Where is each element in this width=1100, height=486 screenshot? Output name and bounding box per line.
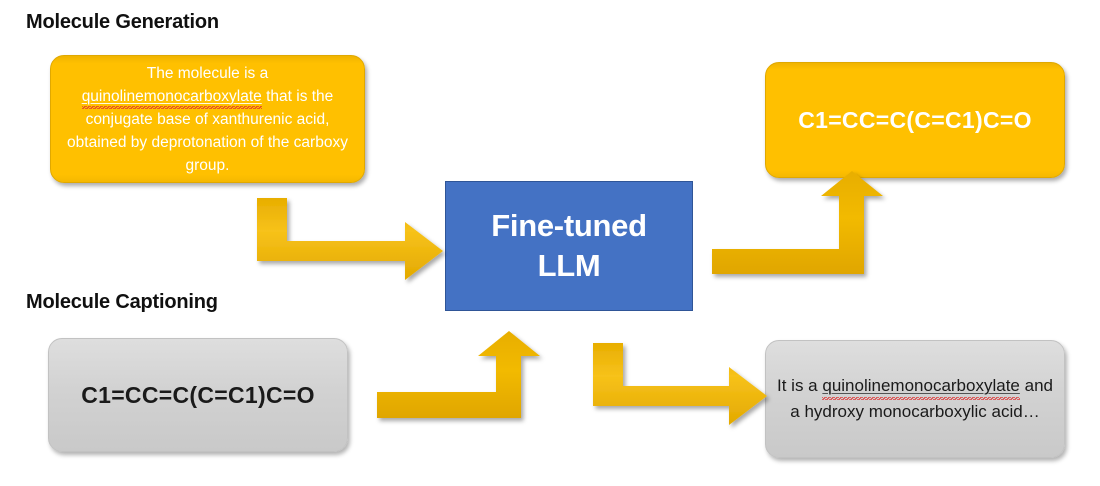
section-heading-molecule-generation: Molecule Generation — [26, 11, 219, 33]
generation-caption-input-box[interactable]: The molecule is a quinolinemonocarboxyla… — [50, 55, 365, 183]
captioning-caption-text-before: It is a — [777, 376, 823, 395]
generation-smiles-text: C1=CC=C(C=C1)C=O — [798, 106, 1032, 133]
section-heading-molecule-captioning: Molecule Captioning — [26, 291, 218, 313]
fine-tuned-llm-label-line1: Fine-tuned — [491, 208, 647, 243]
captioning-caption-output-box[interactable]: It is a quinolinemonocarboxylate and a h… — [765, 340, 1065, 458]
generation-caption-text-before: The molecule is a — [146, 64, 269, 82]
fine-tuned-llm-label-line2: LLM — [537, 248, 601, 283]
captioning-smiles-input-box[interactable]: C1=CC=C(C=C1)C=O — [48, 338, 348, 452]
arrow-captioning-output[interactable] — [593, 343, 767, 425]
arrow-generation-output[interactable] — [712, 171, 883, 274]
generation-caption-text-after: that is the conjugate base of xanthureni… — [67, 87, 348, 174]
captioning-caption-text-after: and a hydroxy monocarboxylic acid… — [790, 376, 1053, 421]
captioning-caption-text: It is a quinolinemonocarboxylate and a h… — [776, 373, 1054, 425]
arrow-captioning-input[interactable] — [377, 331, 540, 418]
generation-smiles-output-box[interactable]: C1=CC=C(C=C1)C=O — [765, 62, 1065, 178]
captioning-caption-misspelled-term: quinolinemonocarboxylate — [822, 373, 1020, 400]
captioning-smiles-text: C1=CC=C(C=C1)C=O — [81, 381, 315, 408]
arrow-generation-input[interactable] — [257, 198, 443, 280]
generation-caption-text: The molecule is a quinolinemonocarboxyla… — [65, 62, 350, 177]
generation-caption-misspelled-term: quinolinemonocarboxylate — [81, 85, 262, 109]
